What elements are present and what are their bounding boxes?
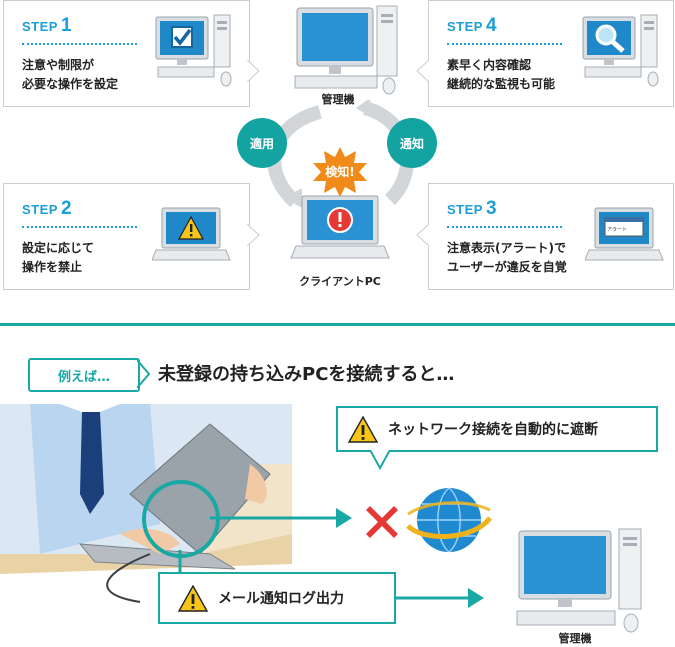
admin-desktop-icon [294,5,398,95]
detect-burst-icon [313,147,367,197]
log-text: メール通知ログ出力 [218,591,344,607]
example-tag: 例えば… [28,358,140,392]
step-label: STEP [447,202,483,217]
step-label: STEP [22,19,58,34]
client-caption: クライアントPC [299,275,381,288]
laptop-alert-window-icon: アラート [585,207,664,261]
step-number: 4 [485,15,498,36]
example-headline: 未登録の持ち込みPCを接続すると… [158,364,455,385]
cross-icon [366,506,398,538]
warning-icon [178,584,208,612]
dotted-rule [447,226,562,228]
section-divider [0,323,675,326]
step-label: STEP [22,202,58,217]
block-text: ネットワーク接続を自動的に遮断 [388,422,598,438]
desktop-magnifier-icon [582,14,659,87]
callout-pointer [416,224,430,246]
step-2-text: 設定に応じて 操作を禁止 [22,241,95,274]
tag-arrow [137,360,151,388]
client-laptop-alert-icon [290,195,390,259]
step-label: STEP [447,19,483,34]
dotted-rule [22,226,137,228]
callout-pointer [247,224,260,246]
step-number: 3 [485,198,498,219]
step-4-text: 素早く内容確認 継続的な監視も可能 [447,58,556,91]
laptop-warning-icon [152,207,231,261]
bubble-pointer [370,450,390,470]
step-3-text: 注意表示(アラート)で ユーザーが違反を自覚 [447,241,567,274]
apply-badge: 適用 [237,118,287,168]
mail-log-box: メール通知ログ出力 [158,572,396,624]
callout-pointer [247,60,260,82]
admin-desktop-icon [516,528,642,633]
step-1-text: 注意や制限が 必要な操作を設定 [22,58,119,91]
detect-label: 検知! [325,165,355,179]
desktop-checkbox-icon [155,14,232,87]
dotted-rule [447,43,562,45]
step-number: 1 [60,15,73,36]
admin-caption-bottom: 管理機 [558,632,592,645]
alert-window-text: アラート [607,227,627,233]
network-block-bubble: ネットワーク接続を自動的に遮断 [336,406,658,452]
step-number: 2 [60,198,73,219]
admin-caption: 管理機 [321,93,355,106]
callout-pointer [416,60,430,82]
notify-badge: 通知 [387,118,437,168]
dotted-rule [22,43,137,45]
flow-connectors [178,508,484,608]
globe-icon [406,487,493,553]
warning-icon [348,415,378,443]
